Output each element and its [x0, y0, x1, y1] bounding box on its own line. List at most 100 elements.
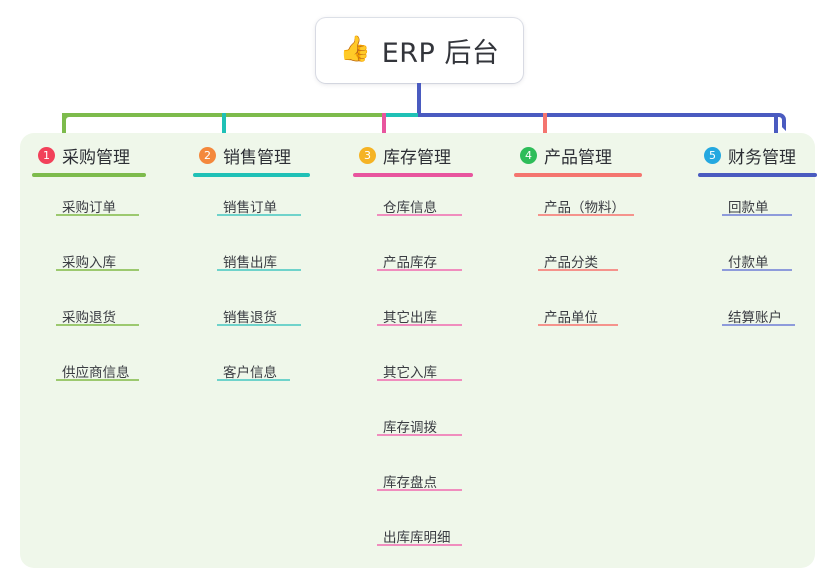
branch-column-5: 5 财务管理 回款单 付款单 结算账户 — [698, 142, 839, 342]
list-item[interactable]: 产品（物料） — [514, 177, 674, 232]
list-item[interactable]: 出库库明细 — [353, 507, 513, 562]
leaf-label: 付款单 — [728, 255, 769, 271]
leaf-label: 产品库存 — [383, 255, 437, 271]
leaf-rule — [217, 269, 301, 271]
trunk-segment-teal — [386, 113, 422, 117]
branch-column-3: 3 库存管理 仓库信息 产品库存 其它出库 其它入库 库存调拨 — [353, 142, 513, 562]
leaf-label: 采购退货 — [62, 310, 116, 326]
list-item[interactable]: 销售退货 — [193, 287, 353, 342]
trunk-segment-green — [62, 113, 390, 117]
list-item[interactable]: 供应商信息 — [32, 342, 192, 397]
list-item[interactable]: 产品分类 — [514, 232, 674, 287]
branch-badge-4: 4 — [520, 146, 537, 164]
branch-title-3: 库存管理 — [383, 147, 451, 168]
branch-rule-2 — [193, 173, 310, 177]
leaf-label: 销售退货 — [223, 310, 277, 326]
leaf-label: 出库库明细 — [383, 530, 451, 546]
branch-items-5: 回款单 付款单 结算账户 — [698, 177, 839, 342]
leaf-rule — [217, 214, 301, 216]
leaf-label: 供应商信息 — [62, 365, 130, 381]
leaf-rule — [722, 269, 792, 271]
branch-column-1: 1 采购管理 采购订单 采购入库 采购退货 供应商信息 — [32, 142, 192, 397]
root-node[interactable]: 👍 ERP 后台 — [316, 18, 523, 83]
branch-items-2: 销售订单 销售出库 销售退货 客户信息 — [193, 177, 353, 397]
branch-drop-5 — [774, 113, 778, 141]
leaf-rule — [377, 214, 462, 216]
list-item[interactable]: 销售订单 — [193, 177, 353, 232]
leaf-rule — [538, 214, 634, 216]
list-item[interactable]: 其它入库 — [353, 342, 513, 397]
branch-column-4: 4 产品管理 产品（物料） 产品分类 产品单位 — [514, 142, 674, 342]
branch-rule-5 — [698, 173, 817, 177]
branch-header-3[interactable]: 3 库存管理 — [353, 142, 513, 168]
branch-badge-1: 1 — [38, 146, 55, 164]
list-item[interactable]: 结算账户 — [698, 287, 839, 342]
list-item[interactable]: 采购退货 — [32, 287, 192, 342]
leaf-label: 产品单位 — [544, 310, 598, 326]
branch-title-2: 销售管理 — [223, 147, 291, 168]
leaf-label: 产品分类 — [544, 255, 598, 271]
branch-rule-4 — [514, 173, 642, 177]
branch-items-1: 采购订单 采购入库 采购退货 供应商信息 — [32, 177, 192, 397]
branch-title-4: 产品管理 — [544, 147, 612, 168]
branch-title-1: 采购管理 — [62, 147, 130, 168]
branch-header-4[interactable]: 4 产品管理 — [514, 142, 674, 168]
list-item[interactable]: 客户信息 — [193, 342, 353, 397]
leaf-rule — [377, 379, 462, 381]
list-item[interactable]: 其它出库 — [353, 287, 513, 342]
root-stem-connector — [417, 83, 421, 115]
branch-rule-3 — [353, 173, 473, 177]
list-item[interactable]: 付款单 — [698, 232, 839, 287]
leaf-label: 仓库信息 — [383, 200, 437, 216]
leaf-label: 产品（物料） — [544, 200, 625, 216]
branch-drop-1 — [62, 113, 66, 141]
leaf-rule — [722, 324, 795, 326]
leaf-label: 回款单 — [728, 200, 769, 216]
list-item[interactable]: 采购入库 — [32, 232, 192, 287]
branch-title-5: 财务管理 — [728, 147, 796, 168]
trunk-segment-blue — [418, 113, 778, 117]
branch-badge-2: 2 — [199, 146, 216, 164]
diagram-panel — [20, 133, 815, 568]
list-item[interactable]: 回款单 — [698, 177, 839, 232]
list-item[interactable]: 产品库存 — [353, 232, 513, 287]
leaf-rule — [377, 324, 462, 326]
branch-drop-3 — [382, 113, 386, 141]
leaf-label: 客户信息 — [223, 365, 277, 381]
leaf-label: 其它入库 — [383, 365, 437, 381]
branch-badge-5: 5 — [704, 146, 721, 164]
list-item[interactable]: 采购订单 — [32, 177, 192, 232]
branch-header-1[interactable]: 1 采购管理 — [32, 142, 192, 168]
leaf-label: 库存调拨 — [383, 420, 437, 436]
leaf-rule — [56, 379, 139, 381]
list-item[interactable]: 库存调拨 — [353, 397, 513, 452]
branch-badge-3: 3 — [359, 146, 376, 164]
branch-items-4: 产品（物料） 产品分类 产品单位 — [514, 177, 674, 342]
list-item[interactable]: 仓库信息 — [353, 177, 513, 232]
thumbs-up-icon: 👍 — [339, 35, 371, 63]
list-item[interactable]: 销售出库 — [193, 232, 353, 287]
leaf-rule — [538, 324, 618, 326]
leaf-rule — [217, 324, 301, 326]
branch-header-5[interactable]: 5 财务管理 — [698, 142, 839, 168]
list-item[interactable]: 产品单位 — [514, 287, 674, 342]
leaf-label: 库存盘点 — [383, 475, 437, 491]
branch-items-3: 仓库信息 产品库存 其它出库 其它入库 库存调拨 库存盘点 — [353, 177, 513, 562]
leaf-label: 销售出库 — [223, 255, 277, 271]
leaf-rule — [377, 489, 462, 491]
branch-header-2[interactable]: 2 销售管理 — [193, 142, 353, 168]
branch-drop-4 — [543, 113, 547, 141]
list-item[interactable]: 库存盘点 — [353, 452, 513, 507]
leaf-rule — [377, 544, 462, 546]
leaf-rule — [377, 434, 462, 436]
leaf-label: 采购入库 — [62, 255, 116, 271]
leaf-label: 结算账户 — [728, 310, 782, 326]
root-title: ERP 后台 — [381, 38, 500, 69]
leaf-label: 其它出库 — [383, 310, 437, 326]
leaf-rule — [722, 214, 792, 216]
leaf-rule — [377, 269, 462, 271]
leaf-rule — [217, 379, 290, 381]
branch-column-2: 2 销售管理 销售订单 销售出库 销售退货 客户信息 — [193, 142, 353, 397]
branch-rule-1 — [32, 173, 146, 177]
